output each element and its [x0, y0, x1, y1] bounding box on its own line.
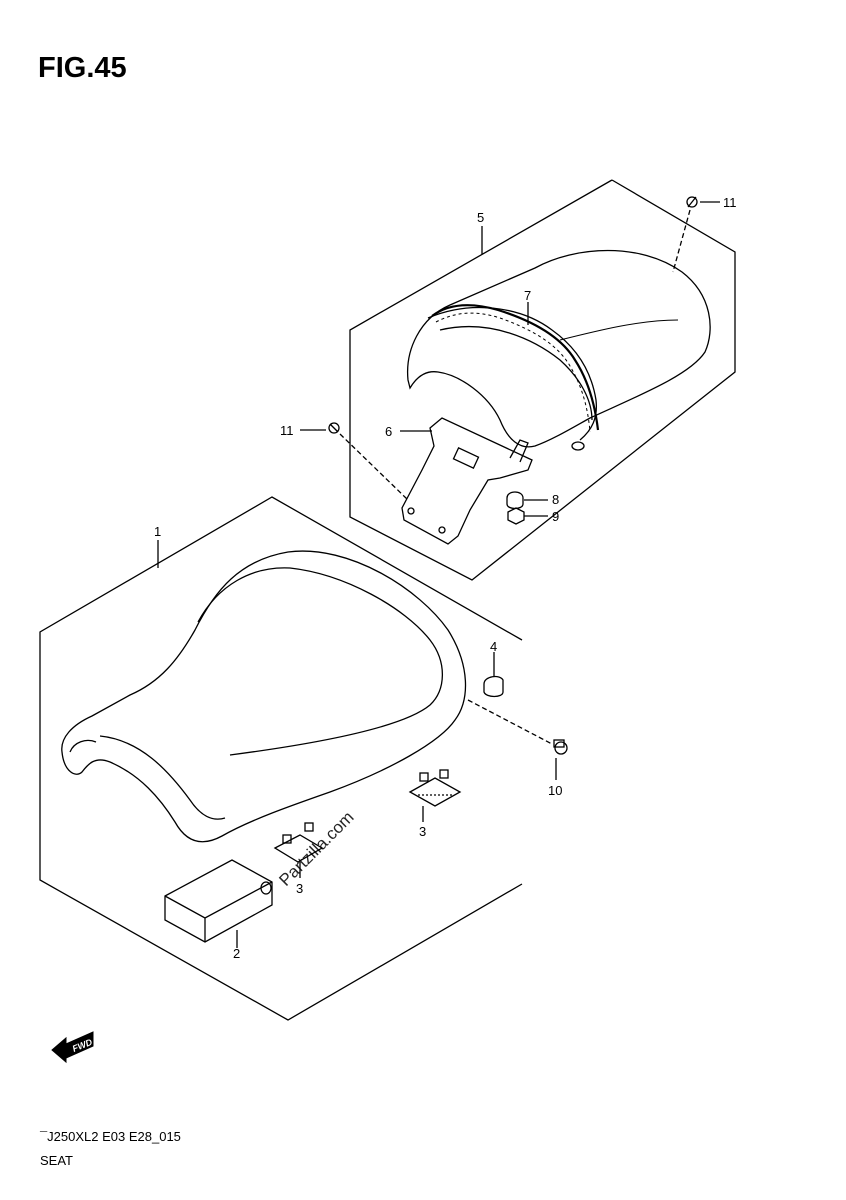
front-seat-assembly-group: [39, 496, 568, 1021]
callout-11-left: 11: [280, 423, 294, 438]
catch-bracket-part-3-right: [408, 769, 462, 807]
rubber-cushion-part-8: [506, 491, 524, 510]
forward-arrow-label: FWD: [71, 1037, 94, 1054]
bracket-tab: [509, 439, 529, 463]
fastening-line-lower: [467, 699, 553, 745]
callout-8: 8: [552, 492, 559, 507]
rear-seat-stitch-line: [439, 326, 593, 421]
callout-3-left: 3: [296, 881, 303, 896]
seat-pad-edge: [164, 881, 273, 942]
callout-3-right: 3: [419, 824, 426, 839]
callout-9: 9: [552, 509, 559, 524]
rear-seat-assembly-group: [300, 179, 736, 581]
nut-part-9: [507, 507, 525, 525]
seat-trim-strip-inner: [435, 312, 591, 433]
diagram-section-name: SEAT: [40, 1153, 73, 1168]
callout-4: 4: [490, 639, 497, 654]
cushion-part-4: [483, 675, 504, 698]
seat-pad-part-2: [164, 859, 273, 943]
diagram-code: ¯J250XL2 E03 E28_015: [40, 1129, 181, 1144]
bolt-part-11-upper: [686, 196, 698, 208]
bracket-slot: [452, 447, 480, 469]
seat-bracket: [401, 417, 533, 545]
front-seat-inner-edge: [99, 735, 226, 820]
bolt-part-10: [553, 739, 568, 755]
figure-title: FIG.45: [38, 52, 127, 84]
callout-10: 10: [548, 783, 562, 798]
bracket-hole-b: [438, 526, 446, 534]
bracket-hole-a: [407, 507, 415, 515]
callout-1: 1: [154, 524, 161, 539]
bolt-part-11-left: [328, 422, 340, 434]
callout-6: 6: [385, 424, 392, 439]
front-seat-cushion: [61, 550, 467, 843]
rear-seat-cushion: [406, 249, 711, 448]
rear-seat-foot: [571, 441, 585, 451]
front-seat-group-outline: [39, 496, 523, 1021]
fastening-line-upper: [672, 209, 691, 273]
catch-bracket-part-3-left: [273, 822, 324, 863]
callout-7: 7: [524, 288, 531, 303]
seat-pad-grommet: [260, 881, 272, 895]
forward-arrow-icon: FWD: [51, 1031, 94, 1064]
seat-trim-strip: [431, 304, 600, 431]
rear-seat-group-outline: [349, 179, 736, 581]
front-seat-top-contour: [197, 567, 443, 756]
partzilla-watermark: Partzilla.com: [275, 808, 357, 890]
callout-2: 2: [233, 946, 240, 961]
rear-seat-top-seam: [559, 319, 679, 341]
callout-5: 5: [477, 210, 484, 225]
callout-11-upper: 11: [723, 195, 737, 210]
front-seat-lip: [69, 739, 97, 753]
